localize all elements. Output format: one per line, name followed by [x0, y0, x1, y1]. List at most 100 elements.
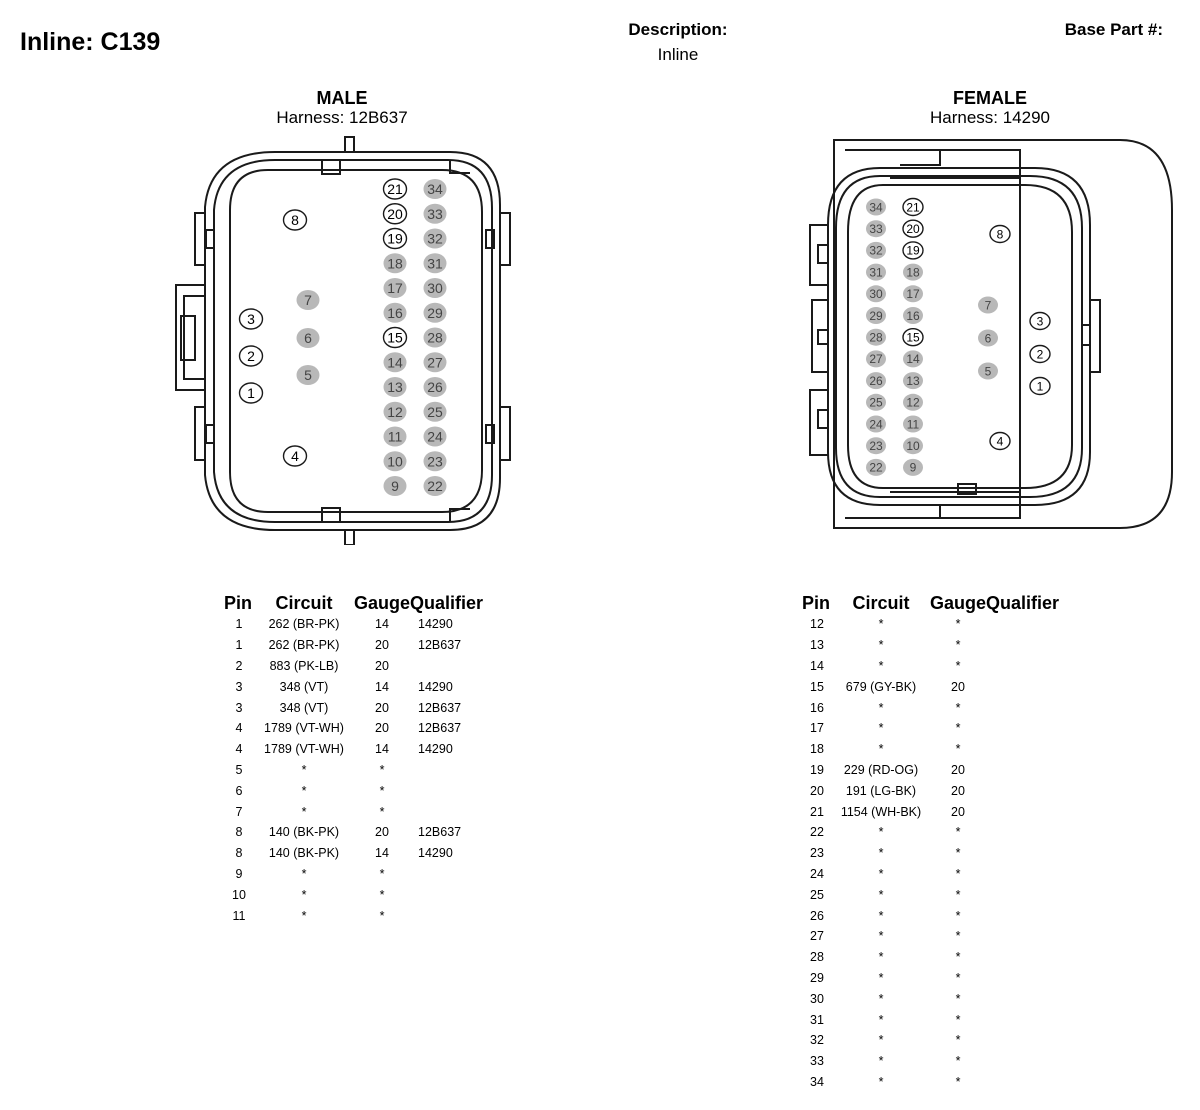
- female-pin-1: 1: [1029, 376, 1051, 396]
- pin-number-label: 27: [427, 354, 443, 370]
- circuit-column-header: Circuit: [852, 592, 910, 613]
- gauge-cell: *: [955, 908, 961, 923]
- male-pin-18: 18: [383, 253, 407, 274]
- circuit-cell: 262 (BR-PK): [268, 617, 340, 632]
- qualifier-cell: [986, 1009, 1066, 1030]
- pin-number-label: 12: [906, 396, 920, 410]
- table-row: 14**: [802, 656, 1066, 677]
- pin-cell: 18: [810, 742, 824, 757]
- table-row: 5**: [224, 760, 490, 781]
- qualifier-cell: [410, 905, 490, 926]
- pin-number-label: 16: [906, 309, 920, 323]
- gauge-cell: 14: [375, 846, 389, 861]
- qualifier-column-header: Qualifier: [410, 592, 484, 613]
- gauge-cell: *: [955, 721, 961, 736]
- pin-number-label: 3: [247, 311, 255, 327]
- gauge-cell: 20: [375, 700, 389, 715]
- pin-cell: 2: [235, 658, 243, 673]
- gauge-cell: *: [955, 1033, 961, 1048]
- female-connector-housing: [809, 139, 1173, 529]
- female-connector-name: FEMALE: [953, 88, 1027, 108]
- qualifier-cell: [986, 780, 1066, 801]
- pin-cell: 4: [235, 742, 243, 757]
- qualifier-cell: [986, 614, 1066, 635]
- female-pin-24: 24: [866, 415, 886, 433]
- pin-number-label: 6: [985, 331, 992, 345]
- circuit-cell: *: [301, 887, 307, 902]
- circuit-cell: *: [878, 887, 884, 902]
- table-row: 27**: [802, 926, 1066, 947]
- gauge-cell: *: [955, 638, 961, 653]
- female-pin-6: 6: [978, 329, 998, 347]
- female-pin-7: 7: [978, 296, 998, 314]
- male-pin-4: 4: [282, 445, 308, 467]
- pin-number-label: 1: [247, 385, 255, 401]
- table-row: 7**: [224, 801, 490, 822]
- pin-cell: 21: [810, 804, 824, 819]
- pin-number-label: 24: [869, 417, 883, 431]
- qualifier-column-header: Qualifier: [986, 592, 1060, 613]
- gauge-cell: *: [955, 1074, 961, 1089]
- gauge-cell: *: [955, 1012, 961, 1027]
- pin-number-label: 10: [387, 453, 403, 469]
- pin-number-label: 20: [387, 206, 403, 222]
- female-pin-4: 4: [989, 431, 1011, 451]
- gauge-cell: *: [955, 846, 961, 861]
- circuit-cell: *: [878, 950, 884, 965]
- female-pin-33: 33: [866, 220, 886, 238]
- qualifier-cell: [410, 801, 490, 822]
- circuit-cell: *: [878, 658, 884, 673]
- gauge-cell: *: [379, 783, 385, 798]
- pin-number-label: 30: [427, 280, 443, 296]
- female-pin-3: 3: [1029, 311, 1051, 331]
- gauge-cell: 14: [375, 742, 389, 757]
- qualifier-cell: 12B637: [418, 825, 462, 840]
- pin-cell: 9: [235, 866, 243, 881]
- gauge-column-header: Gauge: [930, 592, 987, 613]
- pin-number-label: 14: [387, 354, 403, 370]
- circuit-cell: *: [301, 762, 307, 777]
- female-pin-21: 21: [902, 197, 924, 217]
- qualifier-cell: [410, 864, 490, 885]
- male-pin-34: 34: [423, 179, 447, 199]
- circuit-cell: *: [878, 991, 884, 1006]
- table-row: 31**: [802, 1009, 1066, 1030]
- male-pin-30: 30: [423, 278, 447, 298]
- male-pin-24: 24: [423, 426, 447, 447]
- pin-number-label: 23: [427, 453, 443, 469]
- gauge-cell: 20: [951, 762, 965, 777]
- circuit-cell: 191 (LG-BK): [845, 783, 917, 798]
- pin-number-label: 15: [387, 330, 403, 346]
- male-pin-33: 33: [423, 203, 447, 224]
- pin-cell: 17: [810, 721, 824, 736]
- pin-cell: 27: [810, 929, 824, 944]
- gauge-cell: *: [955, 742, 961, 757]
- table-row: 10**: [224, 884, 490, 905]
- pin-number-label: 31: [427, 255, 443, 271]
- gauge-cell: 20: [375, 638, 389, 653]
- pin-number-label: 8: [291, 212, 299, 228]
- table-row: 12**: [802, 614, 1066, 635]
- pin-cell: 16: [810, 700, 824, 715]
- qualifier-cell: [410, 760, 490, 781]
- female-pin-29: 29: [866, 307, 886, 324]
- pin-number-label: 30: [869, 287, 883, 301]
- pin-number-label: 11: [388, 429, 403, 445]
- male-pin-14: 14: [383, 352, 407, 373]
- qualifier-cell: [986, 1030, 1066, 1051]
- table-row: 24**: [802, 864, 1066, 885]
- female-pin-32: 32: [866, 241, 886, 259]
- pin-number-label: 2: [1037, 347, 1044, 361]
- qualifier-cell: 12B637: [418, 721, 462, 736]
- gauge-cell: 14: [375, 617, 389, 632]
- qualifier-cell: [986, 926, 1066, 947]
- gauge-cell: *: [379, 866, 385, 881]
- female-pin-34: 34: [866, 198, 886, 216]
- pin-cell: 33: [810, 1054, 824, 1069]
- female-pin-17: 17: [903, 285, 923, 303]
